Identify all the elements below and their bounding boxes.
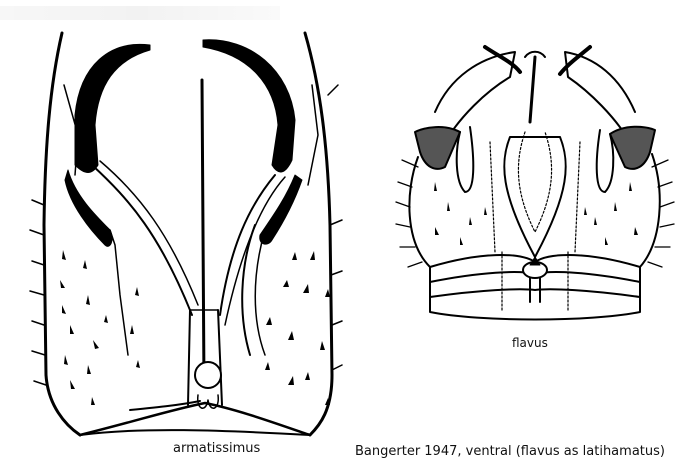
figure-source-caption: Bangerter 1947, ventral (flavus as latih…: [355, 444, 665, 459]
flavus-illustration: [395, 45, 675, 321]
flavus-label: flavus: [512, 336, 548, 350]
armatissimus-drawing: [20, 25, 350, 445]
armatissimus-label: armatissimus: [173, 441, 261, 456]
armatissimus-illustration: [29, 31, 343, 437]
flavus-drawing: [390, 42, 680, 327]
faded-bleed-through-text: [0, 6, 280, 20]
